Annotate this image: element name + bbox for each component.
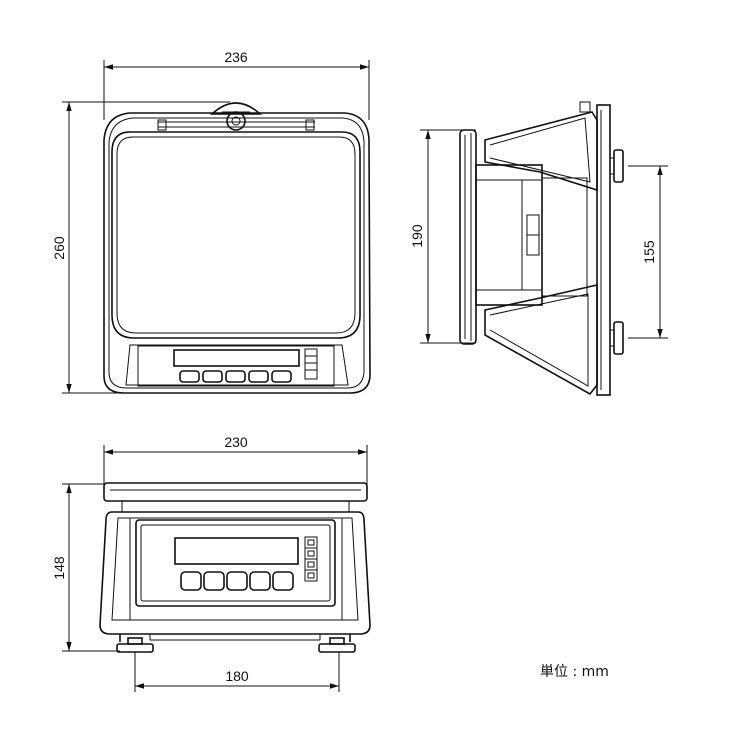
top-outer-housing (103, 112, 371, 394)
top-weighing-pan (111, 131, 361, 339)
front-display-window (174, 537, 299, 565)
front-width-label: 230 (224, 434, 248, 450)
front-key-4 (249, 571, 271, 591)
level-indicator-icon (209, 102, 263, 131)
front-status-indicators (304, 536, 318, 582)
key-3 (225, 370, 246, 383)
top-depth-label: 260 (51, 236, 67, 260)
front-weighing-pan (103, 482, 368, 502)
front-keypad (180, 571, 294, 591)
front-key-1 (180, 571, 202, 591)
key-5 (271, 370, 292, 383)
front-foot-spacing-dimension: 180 (134, 652, 340, 692)
side-foot-spacing-label: 155 (641, 240, 657, 264)
front-left-foot (116, 637, 154, 653)
unit-label: 単位 : mm (540, 664, 609, 680)
front-height-label: 148 (51, 556, 67, 580)
front-key-2 (203, 571, 225, 591)
top-display-window (173, 349, 300, 367)
front-view: 230 148 180 (51, 434, 371, 692)
side-lower-foot (609, 321, 624, 355)
side-upper-foot (609, 149, 624, 183)
side-foot-spacing-dimension: 155 (628, 165, 668, 339)
front-key-3 (226, 571, 248, 591)
side-view: 190 155 (409, 101, 668, 396)
front-key-5 (272, 571, 294, 591)
side-lower-housing (484, 283, 598, 396)
top-width-dimension: 236 (103, 49, 370, 120)
key-1 (179, 370, 200, 383)
key-4 (248, 370, 269, 383)
side-weighing-pan (459, 129, 477, 345)
top-view: 236 260 (51, 49, 371, 394)
front-width-dimension: 230 (103, 434, 368, 485)
front-foot-spacing-label: 180 (225, 668, 249, 684)
top-width-label: 236 (224, 49, 248, 65)
top-keypad (179, 370, 292, 383)
front-right-foot (318, 637, 356, 653)
front-height-dimension: 148 (51, 483, 120, 652)
side-depth-dimension: 190 (409, 129, 476, 344)
key-2 (202, 370, 223, 383)
front-body-housing (99, 511, 371, 635)
front-display-panel (135, 519, 336, 607)
side-depth-label: 190 (409, 224, 425, 248)
side-back-plate (596, 104, 611, 396)
top-depth-dimension: 260 (51, 101, 230, 394)
